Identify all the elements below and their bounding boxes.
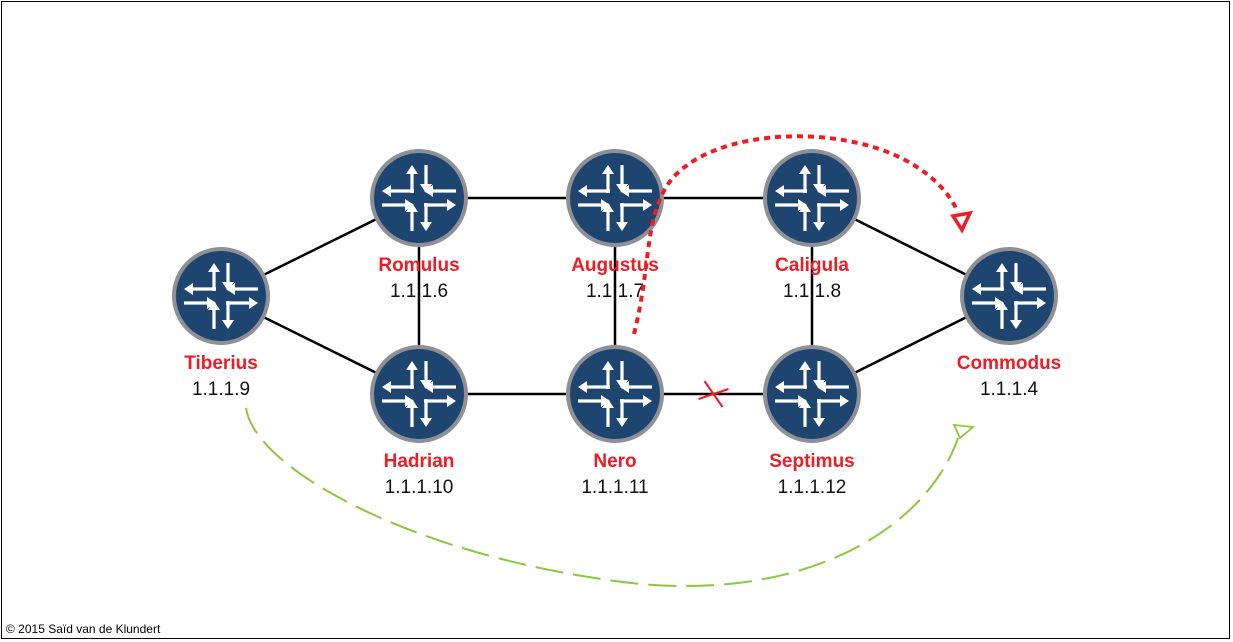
router-icon [172, 247, 270, 345]
router-name: Tiberius [184, 353, 258, 374]
router-ip: 1.1.1.11 [581, 477, 648, 498]
router-romulus: Romulus 1.1.1.6 [370, 149, 468, 302]
router-name: Nero [593, 451, 636, 472]
router-caligula: Caligula 1.1.1.8 [763, 149, 861, 302]
copyright-notice: © 2015 Saïd van de Klundert [6, 622, 161, 636]
router-name: Caligula [775, 255, 849, 276]
router-hadrian: Hadrian 1.1.1.10 [370, 345, 468, 498]
router-tiberius: Tiberius 1.1.1.9 [172, 247, 270, 400]
failure-layer [698, 380, 729, 408]
router-ip: 1.1.1.6 [390, 281, 448, 302]
router-icon [370, 149, 468, 247]
router-nero: Nero 1.1.1.11 [566, 345, 664, 498]
router-icon [370, 345, 468, 443]
router-septimus: Septimus 1.1.1.12 [763, 345, 861, 498]
reroute-arrowhead [950, 210, 974, 234]
router-ip: 1.1.1.8 [783, 281, 841, 302]
paths-layer [245, 134, 976, 588]
router-name: Romulus [378, 255, 459, 276]
router-commodus: Commodus 1.1.1.4 [957, 247, 1062, 400]
router-name: Commodus [957, 353, 1062, 374]
router-name: Hadrian [384, 451, 455, 472]
router-icon [566, 345, 664, 443]
primary-arrowhead [952, 423, 976, 440]
link-failure-mark [698, 380, 729, 408]
router-icon [960, 247, 1058, 345]
router-ip: 1.1.1.10 [385, 477, 454, 498]
router-ip: 1.1.1.4 [980, 379, 1039, 400]
primary-path [245, 407, 959, 588]
router-icon [763, 345, 861, 443]
router-augustus: Augustus 1.1.1.7 [566, 149, 664, 302]
router-ip: 1.1.1.7 [586, 281, 644, 302]
reroute-path [632, 134, 960, 335]
router-name: Augustus [571, 255, 659, 276]
router-ip: 1.1.1.9 [192, 379, 250, 400]
router-ip: 1.1.1.12 [778, 477, 847, 498]
router-name: Septimus [769, 451, 855, 472]
router-icon [763, 149, 861, 247]
router-icon [566, 149, 664, 247]
